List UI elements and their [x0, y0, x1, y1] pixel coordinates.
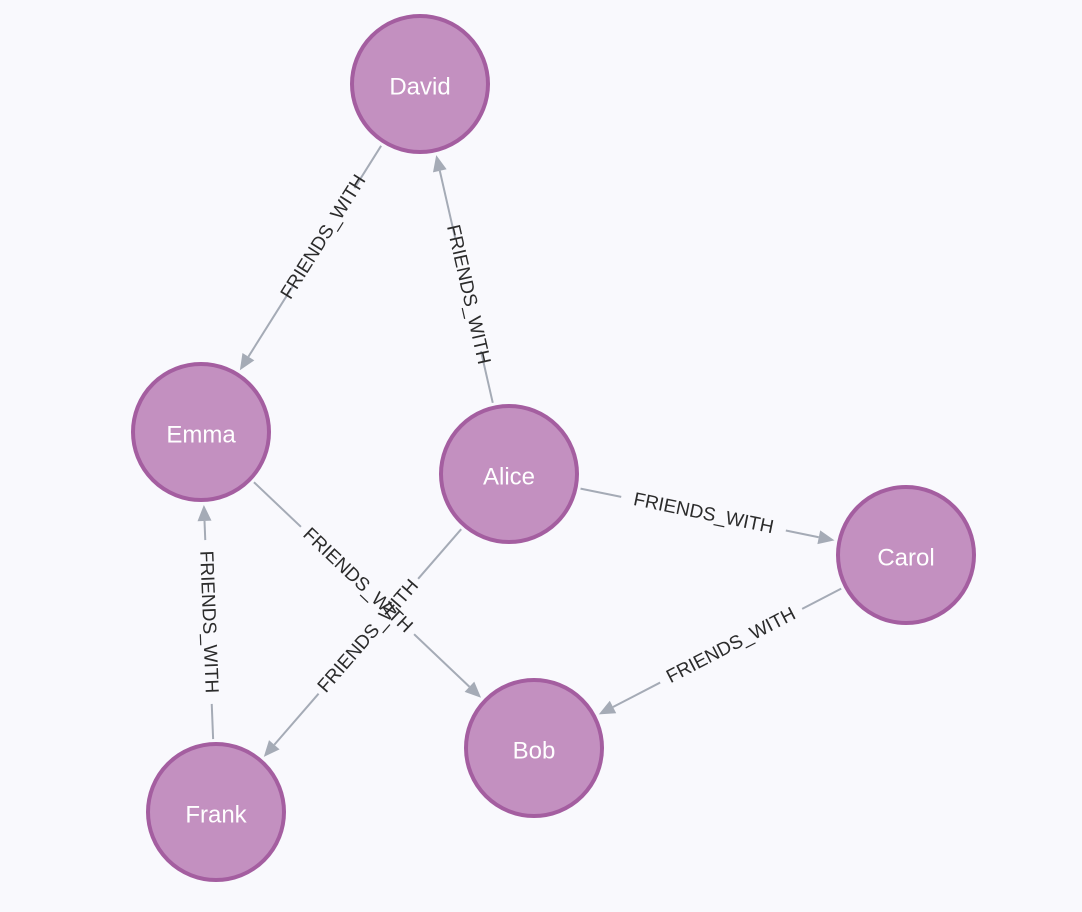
- relationship-line: [353, 145, 382, 189]
- relationship-emma-bob[interactable]: FRIENDS_WITH: [253, 481, 482, 698]
- relationship-line: [801, 587, 842, 610]
- node-david[interactable]: David: [350, 14, 490, 154]
- relationship-line: [413, 633, 471, 688]
- relationship-alice-carol[interactable]: FRIENDS_WITH: [580, 487, 835, 545]
- relationship-line: [273, 693, 320, 746]
- node-frank[interactable]: Frank: [146, 742, 286, 882]
- relationship-frank-emma[interactable]: FRIENDS_WITH: [195, 504, 222, 740]
- relationship-line: [203, 520, 207, 541]
- arrowhead-icon: [817, 530, 835, 545]
- relationship-line: [479, 350, 494, 404]
- relationship-alice-david[interactable]: FRIENDS_WITH: [432, 155, 494, 404]
- relationship-line: [580, 487, 622, 498]
- node-circle: [836, 485, 976, 625]
- relationship-alice-frank[interactable]: FRIENDS_WITH: [263, 528, 462, 757]
- arrowhead-icon: [432, 155, 447, 173]
- node-emma[interactable]: Emma: [131, 362, 271, 502]
- relationship-line: [417, 528, 462, 580]
- relationship-type-label: FRIENDS_WITH: [195, 550, 222, 693]
- node-label: David: [389, 74, 450, 101]
- arrowhead-icon: [464, 681, 482, 698]
- node-bob[interactable]: Bob: [464, 678, 604, 818]
- relationship-carol-bob[interactable]: FRIENDS_WITH: [598, 587, 842, 715]
- relationship-line: [438, 170, 457, 239]
- node-label: Emma: [166, 422, 236, 449]
- node-carol[interactable]: Carol: [836, 485, 976, 625]
- relationship-type-label: FRIENDS_WITH: [632, 489, 776, 538]
- node-circle: [464, 678, 604, 818]
- relationship-type-label: FRIENDS_WITH: [299, 524, 417, 637]
- relationship-line: [210, 703, 215, 740]
- relationship-type-label: FRIENDS_WITH: [277, 171, 371, 303]
- node-label: Alice: [483, 464, 535, 491]
- node-circle: [146, 742, 286, 882]
- relationship-line: [612, 681, 661, 708]
- relationship-line: [247, 285, 294, 358]
- node-label: Bob: [513, 738, 556, 765]
- arrowhead-icon: [239, 352, 255, 371]
- relationship-line: [253, 481, 302, 528]
- arrowhead-icon: [598, 700, 617, 715]
- relationship-david-emma[interactable]: FRIENDS_WITH: [239, 145, 382, 371]
- relationship-line: [785, 529, 819, 539]
- arrowhead-icon: [197, 504, 212, 522]
- node-circle: [350, 14, 490, 154]
- node-label: Carol: [877, 545, 934, 572]
- node-alice[interactable]: Alice: [439, 404, 579, 544]
- relationship-type-label: FRIENDS_WITH: [442, 223, 494, 367]
- arrowhead-icon: [263, 740, 280, 757]
- relationship-type-label: FRIENDS_WITH: [663, 604, 799, 688]
- node-label: Frank: [185, 802, 247, 829]
- node-circle: [131, 362, 271, 502]
- node-circle: [439, 404, 579, 544]
